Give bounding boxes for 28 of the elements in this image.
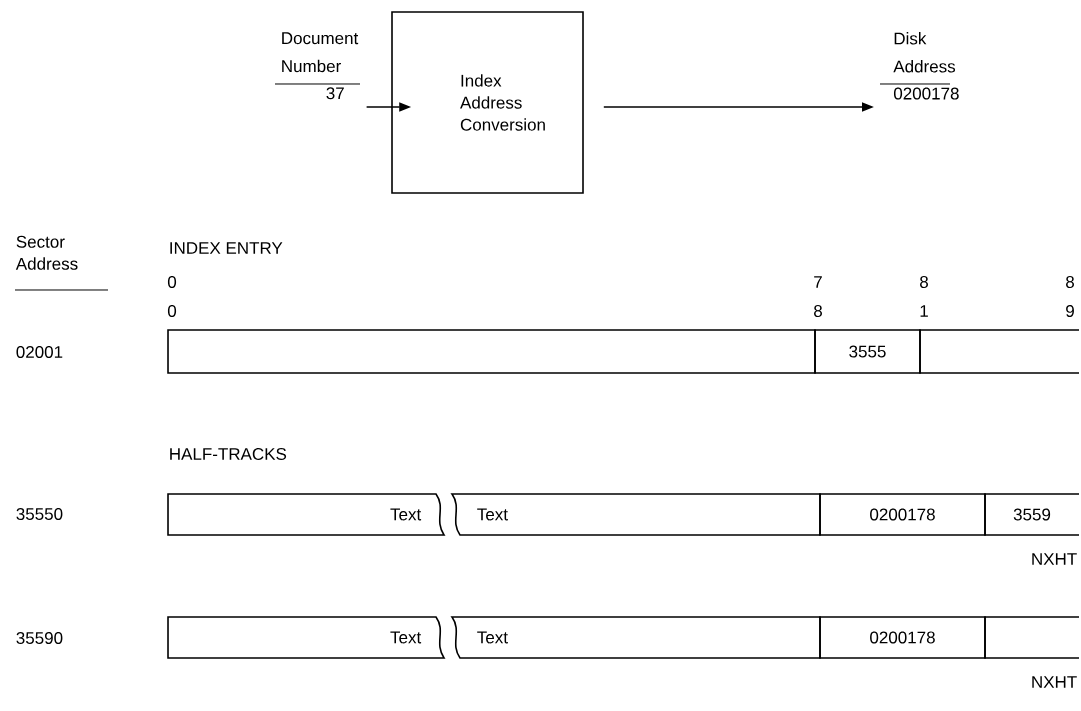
text-label: 1 [920, 305, 928, 317]
text-label: 35550 [16, 507, 63, 520]
empty-field-cell [167, 329, 816, 374]
field-cell: Text [451, 616, 821, 659]
field-cell: 0200178 [819, 493, 986, 536]
text-label: 0 [167, 275, 177, 288]
column-heading: Sector Address [14, 235, 109, 291]
empty-field-cell [919, 329, 1080, 374]
text-label: 02001 [16, 345, 63, 358]
text-label: NXHT [1032, 676, 1077, 688]
text-label: HALF-TRACKS [170, 447, 287, 460]
text-label: 8 [920, 275, 928, 288]
field-cell: 3555 [814, 329, 921, 374]
field-cell: Text [167, 493, 445, 536]
text-label: NXHT [1032, 553, 1077, 565]
empty-field-cell [984, 616, 1080, 659]
field-cell: 3559 [984, 493, 1080, 536]
text-label: Disk Address 0200178 [879, 32, 959, 100]
text-label: INDEX ENTRY [170, 242, 283, 254]
text-label: 8 [814, 304, 822, 317]
field-cell: Text [167, 616, 445, 659]
text-label: 7 [814, 276, 822, 288]
text-label: Document Number 37 [274, 32, 361, 100]
field-cell: 0200178 [819, 616, 986, 659]
text-label: 8 [1066, 275, 1074, 288]
process-box: Index Address Conversion [391, 11, 584, 194]
text-label: 35590 [16, 631, 63, 644]
field-cell: Text [451, 493, 821, 536]
